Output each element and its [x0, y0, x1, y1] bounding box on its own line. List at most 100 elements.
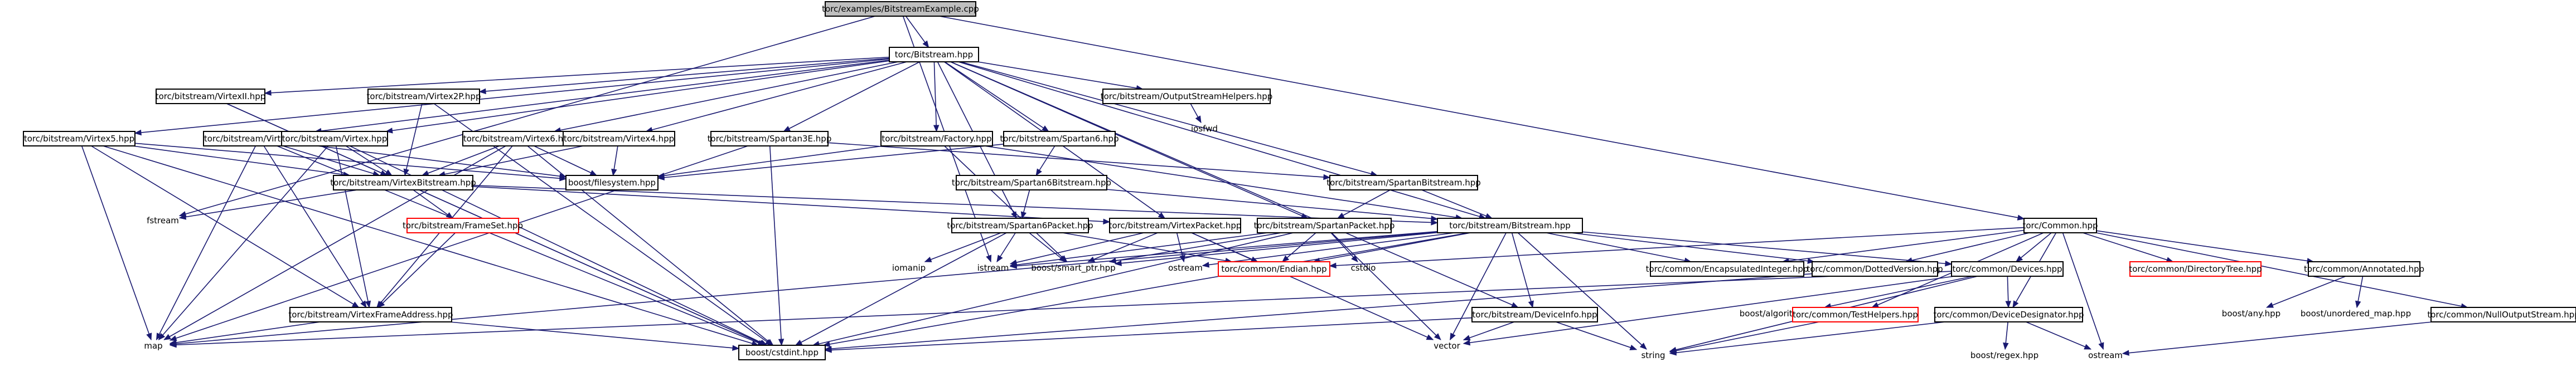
node-torc-common-directorytree-hpp[interactable]: torc/common/DirectoryTree.hpp — [2129, 261, 2262, 277]
edge-spartanpacket_hpp-to-vector — [1331, 232, 1441, 340]
node-label: torc/Bitstream.hpp — [895, 50, 973, 60]
edge-line — [657, 145, 884, 177]
node-torc-bitstream-virtexframeaddress-hpp[interactable]: torc/bitstream/VirtexFrameAddress.hpp — [288, 307, 453, 322]
arrowhead-icon — [611, 168, 617, 177]
node-torc-bitstream-spartan6packet-hpp[interactable]: torc/bitstream/Spartan6Packet.hpp — [947, 218, 1093, 233]
edge-virtex5_hpp-to-map — [81, 145, 152, 341]
node-label: torc/bitstream/DeviceInfo.hpp — [1472, 310, 1597, 320]
arrowhead-icon — [657, 174, 665, 180]
node-box — [462, 131, 575, 146]
edge-line — [1463, 321, 1515, 341]
node-torc-bitstream-factory-hpp[interactable]: torc/bitstream/Factory.hpp — [880, 131, 993, 146]
node-torc-common-nulloutputstream-hpp[interactable]: torc/common/NullOutputStream.hpp — [2427, 307, 2576, 322]
edge-line — [1010, 232, 1268, 266]
edge-bitstream_bitstream_hpp-to-boost_smart_ptr — [1114, 232, 1438, 266]
node-torc-bitstream-virtex2p-hpp[interactable]: torc/bitstream/Virtex2P.hpp — [367, 89, 481, 104]
arrowhead-icon — [996, 255, 1003, 263]
edge-line — [933, 61, 937, 132]
edge-line — [2016, 232, 2052, 262]
node-torc-common-annotated-hpp[interactable]: torc/common/Annotated.hpp — [2304, 261, 2424, 277]
edge-line — [1202, 232, 1455, 266]
nodes-layer: torc/examples/BitstreamExample.cpp torc/B… — [23, 1, 2576, 360]
arrowhead-icon — [1431, 219, 1439, 226]
edge-line — [377, 232, 456, 308]
node-torc-common-encapsulatedinteger-hpp[interactable]: torc/common/EncapsulatedInteger.hpp — [1646, 261, 1809, 277]
edge-spartan6_hpp-to-spartan6bitstream_hpp — [1035, 145, 1055, 177]
edge-line — [413, 189, 453, 219]
edge-common_hpp-to-ostream_bottom — [2062, 232, 2104, 350]
edge-line — [170, 231, 1438, 345]
node-torc-examples-bitstreamexample-cpp[interactable]: torc/examples/BitstreamExample.cpp — [822, 1, 979, 17]
node-torc-bitstream-frameset-hpp[interactable]: torc/bitstream/FrameSet.hpp — [403, 218, 523, 233]
arrowhead-icon — [2355, 300, 2361, 309]
arrowhead-icon — [1485, 213, 1493, 219]
edge-line — [264, 56, 890, 94]
edge-line — [404, 103, 423, 176]
node-torc-common-endian-hpp[interactable]: torc/common/Endian.hpp — [1218, 261, 1330, 277]
node-boost-cstdint-hpp[interactable]: boost/cstdint.hpp — [738, 345, 826, 360]
node-torc-bitstream-bitstream-hpp[interactable]: torc/bitstream/Bitstream.hpp — [1437, 218, 1583, 233]
node-torc-bitstream-spartan3e-hpp[interactable]: torc/bitstream/Spartan3E.hpp — [708, 131, 832, 146]
arrowhead-icon — [2017, 214, 2025, 221]
edge-line — [1450, 232, 1507, 340]
edge-bitstream_hpp-to-spartan6_hpp — [944, 61, 1049, 132]
node-torc-common-testhelpers-hpp[interactable]: torc/common/TestHelpers.hpp — [1792, 307, 1919, 322]
edge-line — [81, 145, 152, 340]
edge-line — [825, 273, 1813, 350]
node-torc-bitstream-spartan6-hpp[interactable]: torc/bitstream/Spartan6.hpp — [1000, 131, 1119, 146]
edge-line — [2267, 276, 2346, 308]
edge-root-to-bitstream_hpp — [905, 16, 929, 48]
node-torc-bitstream-spartanpacket-hpp[interactable]: torc/bitstream/SpartanPacket.hpp — [1254, 218, 1395, 233]
arrowhead-icon — [1011, 211, 1017, 219]
node-torc-bitstream-virtexpacket-hpp[interactable]: torc/bitstream/VirtexPacket.hpp — [1109, 218, 1242, 233]
arrowhead-icon — [169, 335, 177, 341]
edge-spartan6bitstream_hpp-to-bitstream_bitstream_hpp — [1106, 189, 1439, 222]
edge-line — [170, 321, 321, 344]
edge-line — [1582, 231, 1952, 265]
node-torc-bitstream-spartan6bitstream-hpp[interactable]: torc/bitstream/Spartan6Bitstream.hpp — [952, 175, 1111, 190]
node-torc-common-devicedesignator-hpp[interactable]: torc/common/DeviceDesignator.hpp — [1933, 307, 2084, 322]
edge-bitstream_hpp-to-factory_hpp — [933, 61, 940, 133]
node-torc-bitstream-spartanbitstream-hpp[interactable]: torc/bitstream/SpartanBitstream.hpp — [1326, 175, 1481, 190]
node-torc-bitstream-virtexii-hpp[interactable]: torc/bitstream/VirtexII.hpp — [156, 89, 266, 104]
edge-dottedversion-to-boost_cstdint — [824, 273, 1813, 352]
node-map: map — [144, 341, 162, 351]
node-torc-common-dottedversion-hpp[interactable]: torc/common/DottedVersion.hpp — [1807, 261, 1943, 277]
node-string: string — [1641, 350, 1665, 360]
node-box — [565, 175, 658, 190]
edge-line — [1546, 232, 1691, 262]
edge-line — [335, 145, 370, 308]
node-box — [1812, 261, 1938, 277]
node-torc-bitstream-hpp[interactable]: torc/Bitstream.hpp — [889, 47, 979, 62]
edge-devices_hpp-to-vector — [1463, 276, 1955, 346]
edge-bitstream_bitstream_hpp-to-vector — [1450, 232, 1507, 341]
node-torc-common-hpp[interactable]: torc/Common.hpp — [2022, 218, 2098, 233]
node-torc-bitstream-deviceinfo-hpp[interactable]: torc/bitstream/DeviceInfo.hpp — [1471, 307, 1598, 322]
node-torc-bitstream-virtexbitstream-hpp[interactable]: torc/bitstream/VirtexBitstream.hpp — [330, 175, 476, 190]
node-torc-common-devices-hpp[interactable]: torc/common/Devices.hpp — [1951, 261, 2064, 277]
node-label: torc/common/Endian.hpp — [1221, 264, 1326, 274]
edge-line — [1570, 232, 1814, 262]
edge-bitstream_hpp-to-virtex2p_hpp — [478, 57, 890, 95]
edge-spartan3e_hpp-to-boost_cstdint — [769, 145, 785, 346]
node-torc-bitstream-virtex6-hpp[interactable]: torc/bitstream/Virtex6.hpp — [462, 131, 575, 146]
node-box — [1437, 218, 1583, 233]
arrowhead-icon — [1009, 263, 1017, 269]
edge-line — [1824, 276, 1973, 308]
node-torc-bitstream-virtex4-hpp[interactable]: torc/bitstream/Virtex4.hpp — [563, 131, 675, 146]
edge-outputstreamhelpers-to-iosfwd — [1190, 103, 1202, 124]
node-box — [1792, 307, 1919, 322]
node-boost-filesystem-hpp[interactable]: boost/filesystem.hpp — [565, 175, 658, 190]
node-boost-regex-hpp: boost/regex.hpp — [1970, 350, 2038, 360]
edge-common_hpp-to-encapsulatedinteger — [1781, 229, 2025, 264]
node-torc-bitstream-virtex5-hpp[interactable]: torc/bitstream/Virtex5.hpp — [23, 131, 135, 146]
edge-line — [158, 145, 329, 340]
arrowhead-icon — [365, 300, 371, 309]
arrowhead-icon — [2084, 344, 2092, 350]
edge-line — [977, 61, 1143, 90]
node-torc-bitstream-outputstreamhelpers-hpp[interactable]: torc/bitstream/OutputStreamHelpers.hpp — [1101, 89, 1273, 104]
node-torc-bitstream-virtex-hpp[interactable]: torc/bitstream/Virtex.hpp — [281, 131, 388, 146]
arrowhead-icon — [933, 125, 940, 133]
edge-virtexbitstream_hpp-to-boost_cstdint — [419, 189, 767, 346]
edge-line — [554, 61, 899, 132]
